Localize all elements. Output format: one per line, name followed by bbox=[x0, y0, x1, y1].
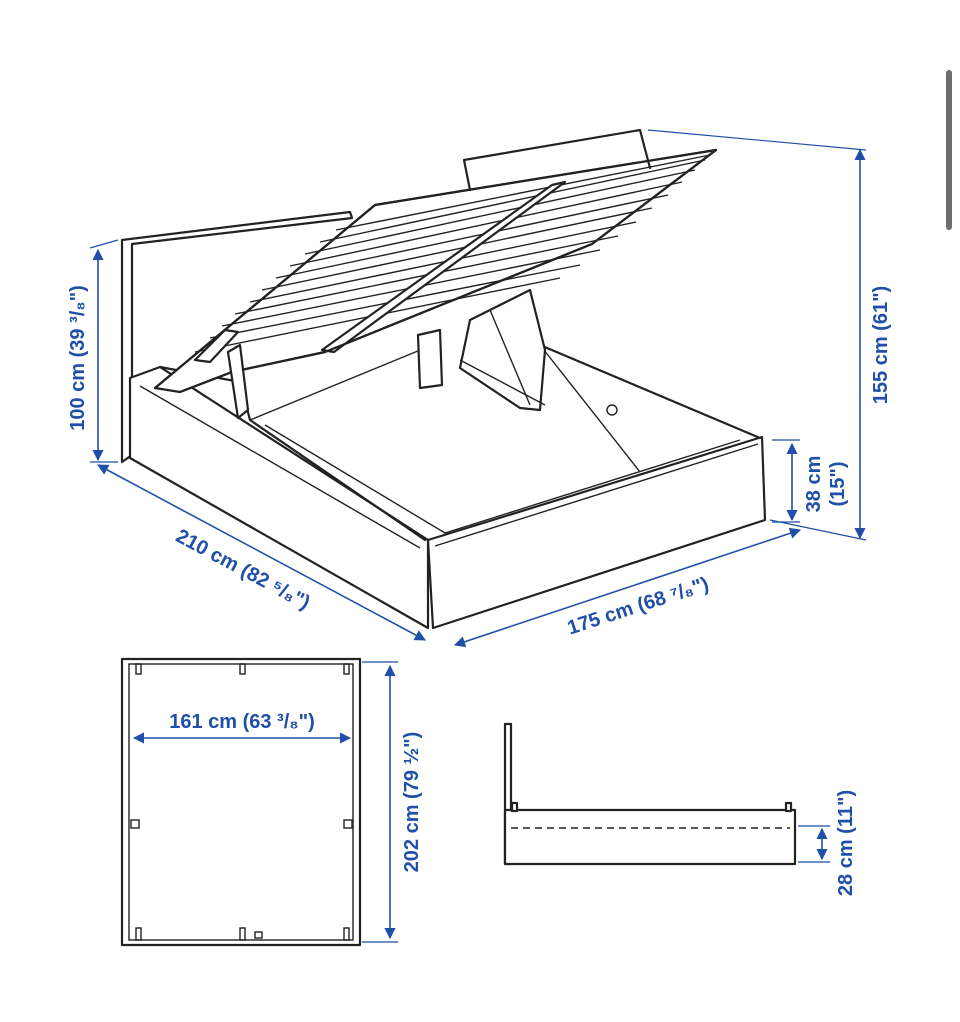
dim-frame-height: 38 cm (15") bbox=[772, 439, 849, 523]
bed-width-label: 175 cm (68 ⁷/₈") bbox=[565, 573, 712, 639]
frame-height-cm-label: 38 cm bbox=[803, 456, 825, 513]
side-height-label: 28 cm (11") bbox=[835, 790, 857, 896]
scrollbar[interactable] bbox=[946, 70, 952, 230]
headboard bbox=[120, 210, 354, 464]
frame-height-in-label: (15") bbox=[827, 461, 849, 506]
lifted-slat-base bbox=[153, 128, 718, 394]
side-view: 28 cm (11") bbox=[503, 722, 857, 896]
dim-total-height: 155 cm (61") bbox=[647, 129, 892, 541]
headboard-height-label: 100 cm (39 ³/₈") bbox=[67, 285, 89, 431]
mattress-width-label: 161 cm (63 ³/₈") bbox=[169, 711, 315, 733]
slat-brackets bbox=[130, 663, 353, 941]
lift-handle bbox=[462, 128, 652, 192]
gas-strut-mechanism bbox=[226, 288, 618, 420]
top-view-plan: 161 cm (63 ³/₈") 202 cm (79 ½") bbox=[120, 657, 423, 947]
mattress-length-label: 202 cm (79 ½") bbox=[401, 732, 423, 873]
dim-headboard-height: 100 cm (39 ³/₈") bbox=[67, 239, 119, 463]
total-height-label: 155 cm (61") bbox=[870, 286, 892, 404]
